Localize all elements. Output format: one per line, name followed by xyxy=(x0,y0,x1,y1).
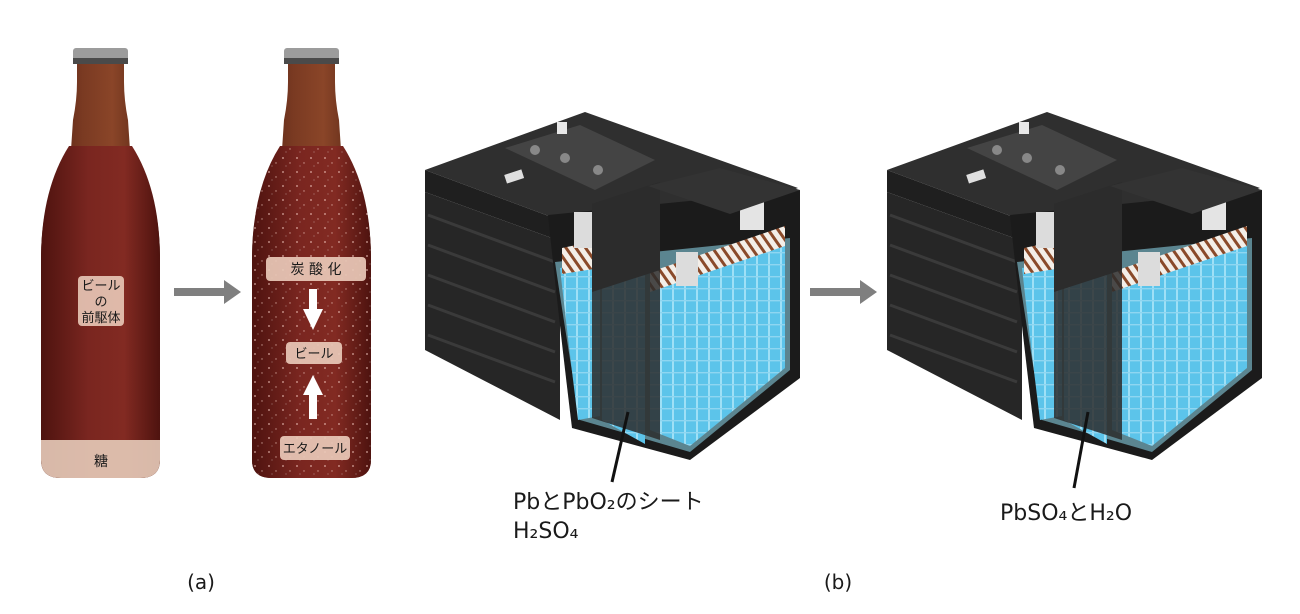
terminal-post xyxy=(1036,212,1056,248)
precursor-label-line1: ビール xyxy=(81,279,120,294)
terminal-post xyxy=(1019,122,1029,134)
arrow-fermentation xyxy=(174,280,241,304)
down-arrow xyxy=(303,289,323,330)
precursor-label-box xyxy=(78,276,124,326)
up-arrow xyxy=(303,375,323,419)
precursor-label-line3: 前駆体 xyxy=(81,310,120,326)
beer-label-box xyxy=(286,342,342,364)
battery-charged-label-line2: H₂SO₄ xyxy=(513,519,579,544)
bottle-after-fermentation: 炭 酸 化 ビール エタノール xyxy=(252,48,371,478)
battery-case-front xyxy=(425,192,640,420)
beer-label: ビール xyxy=(294,347,333,362)
battery-charged-label-line1: PbとPbO₂のシート xyxy=(513,490,704,515)
carbonation-label-box xyxy=(266,257,366,281)
plate-stack xyxy=(650,242,785,446)
vent-cover xyxy=(505,125,655,190)
caption-a: (a) xyxy=(187,570,215,594)
carbonation-label: 炭 酸 化 xyxy=(291,262,342,278)
caption-b: (b) xyxy=(824,570,852,594)
plate-stack xyxy=(1022,262,1062,420)
battery-case-front xyxy=(887,192,1102,420)
battery-discharged xyxy=(887,112,1262,489)
arrow-discharge xyxy=(810,280,877,304)
terminal-post xyxy=(1138,252,1160,286)
ethanol-label: エタノール xyxy=(283,442,348,457)
ethanol-label-box xyxy=(280,436,350,460)
terminal-post xyxy=(557,122,567,134)
label-pointer xyxy=(1072,411,1090,489)
terminal-post xyxy=(676,252,698,286)
terminal-post xyxy=(574,212,594,248)
sugar-layer xyxy=(41,440,160,478)
bottle-before-fermentation: ビール の 前駆体 糖 xyxy=(41,48,160,478)
vent-cover xyxy=(967,125,1117,190)
label-pointer xyxy=(610,411,630,483)
sugar-label: 糖 xyxy=(94,454,108,470)
precursor-label-line2: の xyxy=(94,295,107,310)
battery-discharged-label: PbSO₄とH₂O xyxy=(1000,501,1132,526)
battery-charged xyxy=(425,112,800,483)
plate-stack xyxy=(560,262,600,420)
plate-stack xyxy=(1112,242,1247,446)
